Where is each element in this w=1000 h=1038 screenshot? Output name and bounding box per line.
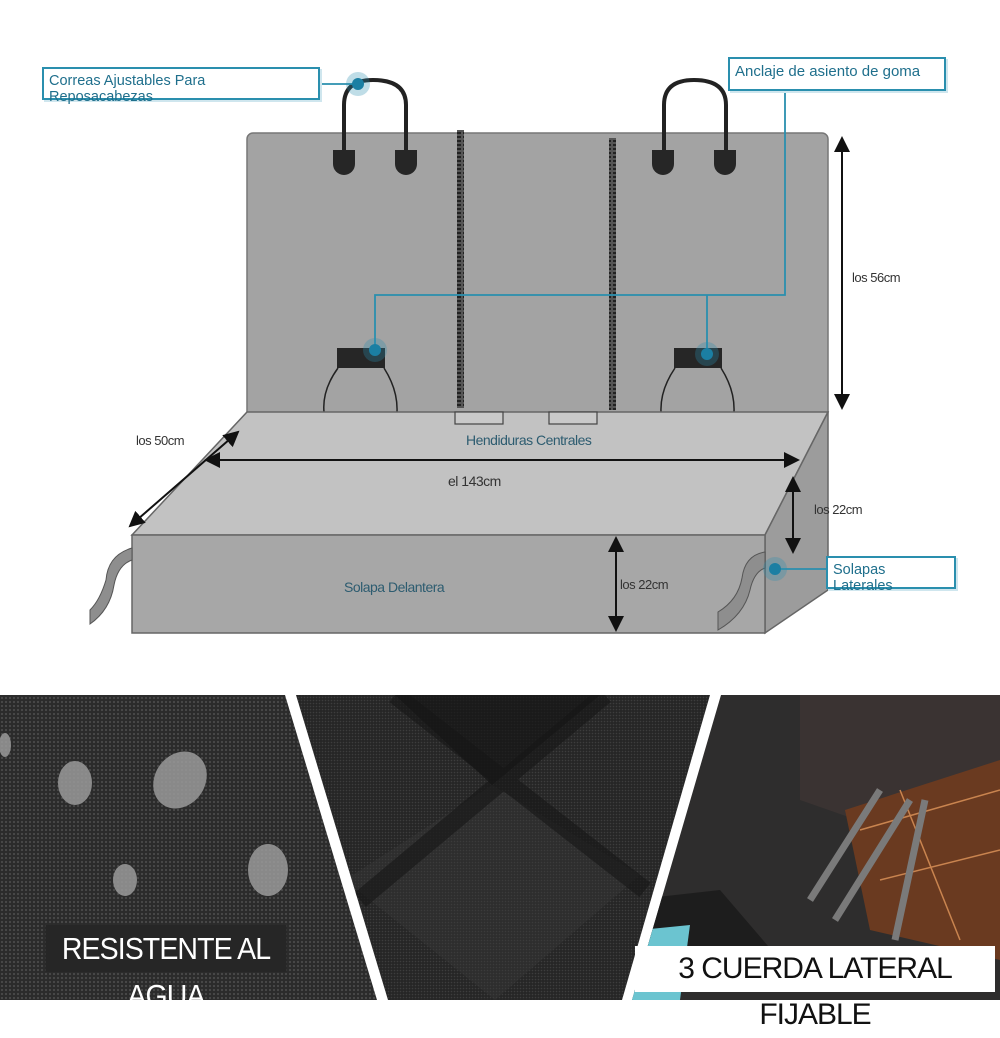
callout-rubber-anchor: Anclaje de asiento de goma: [728, 57, 946, 91]
dim-seat-depth: los 50cm: [136, 433, 185, 448]
strap-tabs: [333, 150, 736, 175]
center-slit: [548, 411, 598, 425]
dimension-arrows: [128, 136, 850, 632]
zipper-left: [457, 130, 464, 408]
dim-width: el 143cm: [448, 473, 501, 489]
backrest: [246, 132, 829, 419]
caption-side-rope: 3 CUERDA LATERAL FIJABLE: [635, 946, 995, 1031]
side-strap-right: [717, 551, 766, 631]
seat-cover-diagram: [0, 72, 1000, 1000]
label-front-flap: Solapa Delantera: [344, 579, 445, 595]
front-flap: [131, 534, 766, 634]
callout-headrest-straps: Correas Ajustables Para Reposacabezas: [42, 67, 320, 105]
label-center-slits: Hendiduras Centrales: [466, 432, 592, 448]
headrest-strap-left: [342, 77, 408, 152]
headrest-strap-right: [662, 77, 728, 152]
callout-dots: [346, 72, 787, 581]
side-strap-left: [89, 547, 133, 625]
caption-waterproof: RESISTENTE AL AGUA: [45, 925, 287, 1013]
center-slit: [454, 411, 504, 425]
callout-side-flaps: Solapas Laterales: [826, 556, 956, 594]
callout-lines: [320, 83, 826, 570]
dim-side-flap-height: los 22cm: [814, 502, 863, 517]
dim-front-flap-height: los 22cm: [620, 577, 669, 592]
zipper-right: [609, 138, 616, 410]
dim-backrest-height: los 56cm: [852, 270, 901, 285]
